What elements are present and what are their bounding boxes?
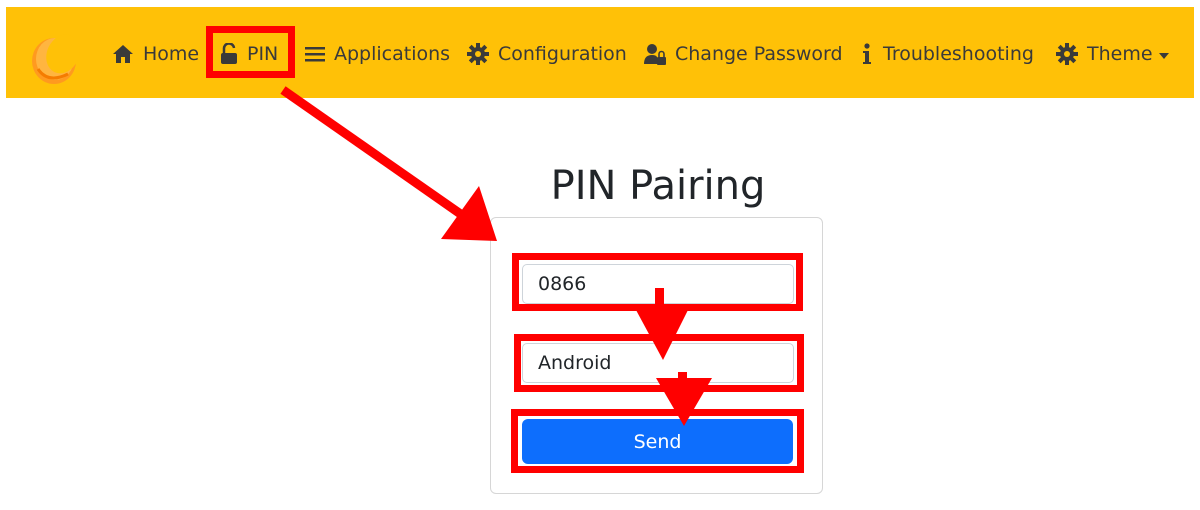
list-icon (305, 47, 325, 62)
gear-icon (1056, 43, 1078, 65)
page-title: PIN Pairing (550, 162, 766, 209)
nav-theme-dropdown[interactable]: Theme (1056, 40, 1169, 68)
nav-configuration[interactable]: Configuration (467, 40, 627, 68)
nav-applications-label: Applications (334, 43, 451, 65)
user-lock-icon (644, 44, 666, 65)
nav-troubleshooting-label: Troubleshooting (883, 43, 1034, 65)
nav-applications[interactable]: Applications (305, 40, 450, 68)
chevron-down-icon (1158, 52, 1169, 59)
send-button[interactable]: Send (522, 419, 793, 464)
nav-troubleshooting[interactable]: Troubleshooting (860, 40, 1034, 68)
device-name-input[interactable] (522, 343, 794, 383)
pin-input[interactable] (522, 264, 794, 304)
nav-configuration-label: Configuration (498, 43, 627, 65)
nav-change-password[interactable]: Change Password (644, 40, 843, 68)
nav-change-password-label: Change Password (675, 43, 843, 65)
info-icon (863, 43, 871, 64)
nav-pin-label: PIN (247, 43, 279, 65)
nav-home[interactable]: Home (112, 40, 199, 68)
nav-pin[interactable]: PIN (220, 40, 278, 68)
app-logo-icon[interactable] (28, 29, 86, 87)
top-navbar (6, 7, 1194, 98)
gear-icon (467, 43, 489, 65)
unlock-icon (221, 43, 237, 64)
home-icon (113, 45, 133, 63)
nav-home-label: Home (143, 43, 200, 65)
nav-theme-label: Theme (1087, 43, 1153, 65)
